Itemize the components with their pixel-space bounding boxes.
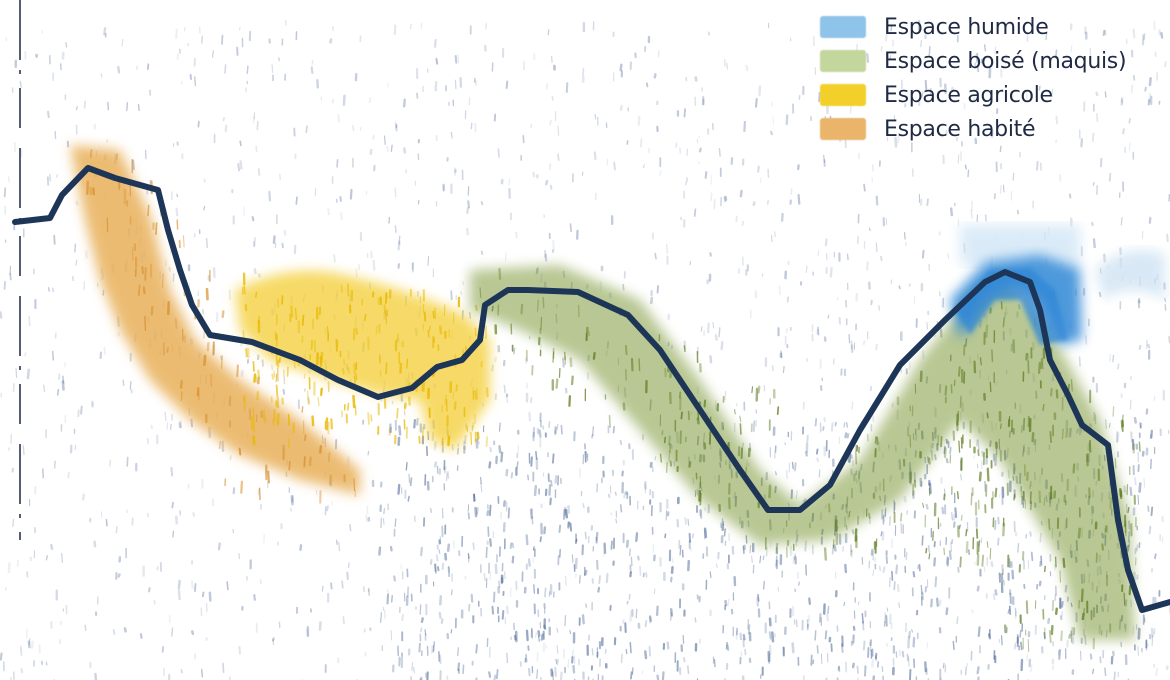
wet-zone-swatch-icon bbox=[820, 16, 866, 38]
agricultural-zone-marks bbox=[241, 272, 489, 449]
agricultural-zone-area bbox=[235, 270, 490, 450]
legend-item-wet-zone: Espace humide bbox=[820, 10, 1165, 44]
wooded-zone-marks bbox=[479, 267, 1141, 652]
legend-label: Espace habité bbox=[884, 116, 1036, 142]
legend: Espace humide Espace boisé (maquis) Espa… bbox=[820, 10, 1165, 146]
inhabited-zone-area bbox=[70, 145, 360, 495]
agricultural-zone-swatch-icon bbox=[820, 84, 866, 106]
legend-item-inhabited-zone: Espace habité bbox=[820, 112, 1165, 146]
legend-label: Espace agricole bbox=[884, 82, 1053, 108]
terrain-profile-line bbox=[12, 165, 1170, 613]
wooded-zone-swatch-icon bbox=[820, 50, 866, 72]
inhabited-zone-marks bbox=[85, 149, 356, 504]
legend-item-agricultural-zone: Espace agricole bbox=[820, 78, 1165, 112]
legend-label: Espace boisé (maquis) bbox=[884, 48, 1127, 74]
inhabited-zone-swatch-icon bbox=[820, 118, 866, 140]
legend-item-wooded-zone: Espace boisé (maquis) bbox=[820, 44, 1165, 78]
wooded-zone-area bbox=[470, 265, 1135, 640]
legend-label: Espace humide bbox=[884, 14, 1049, 40]
